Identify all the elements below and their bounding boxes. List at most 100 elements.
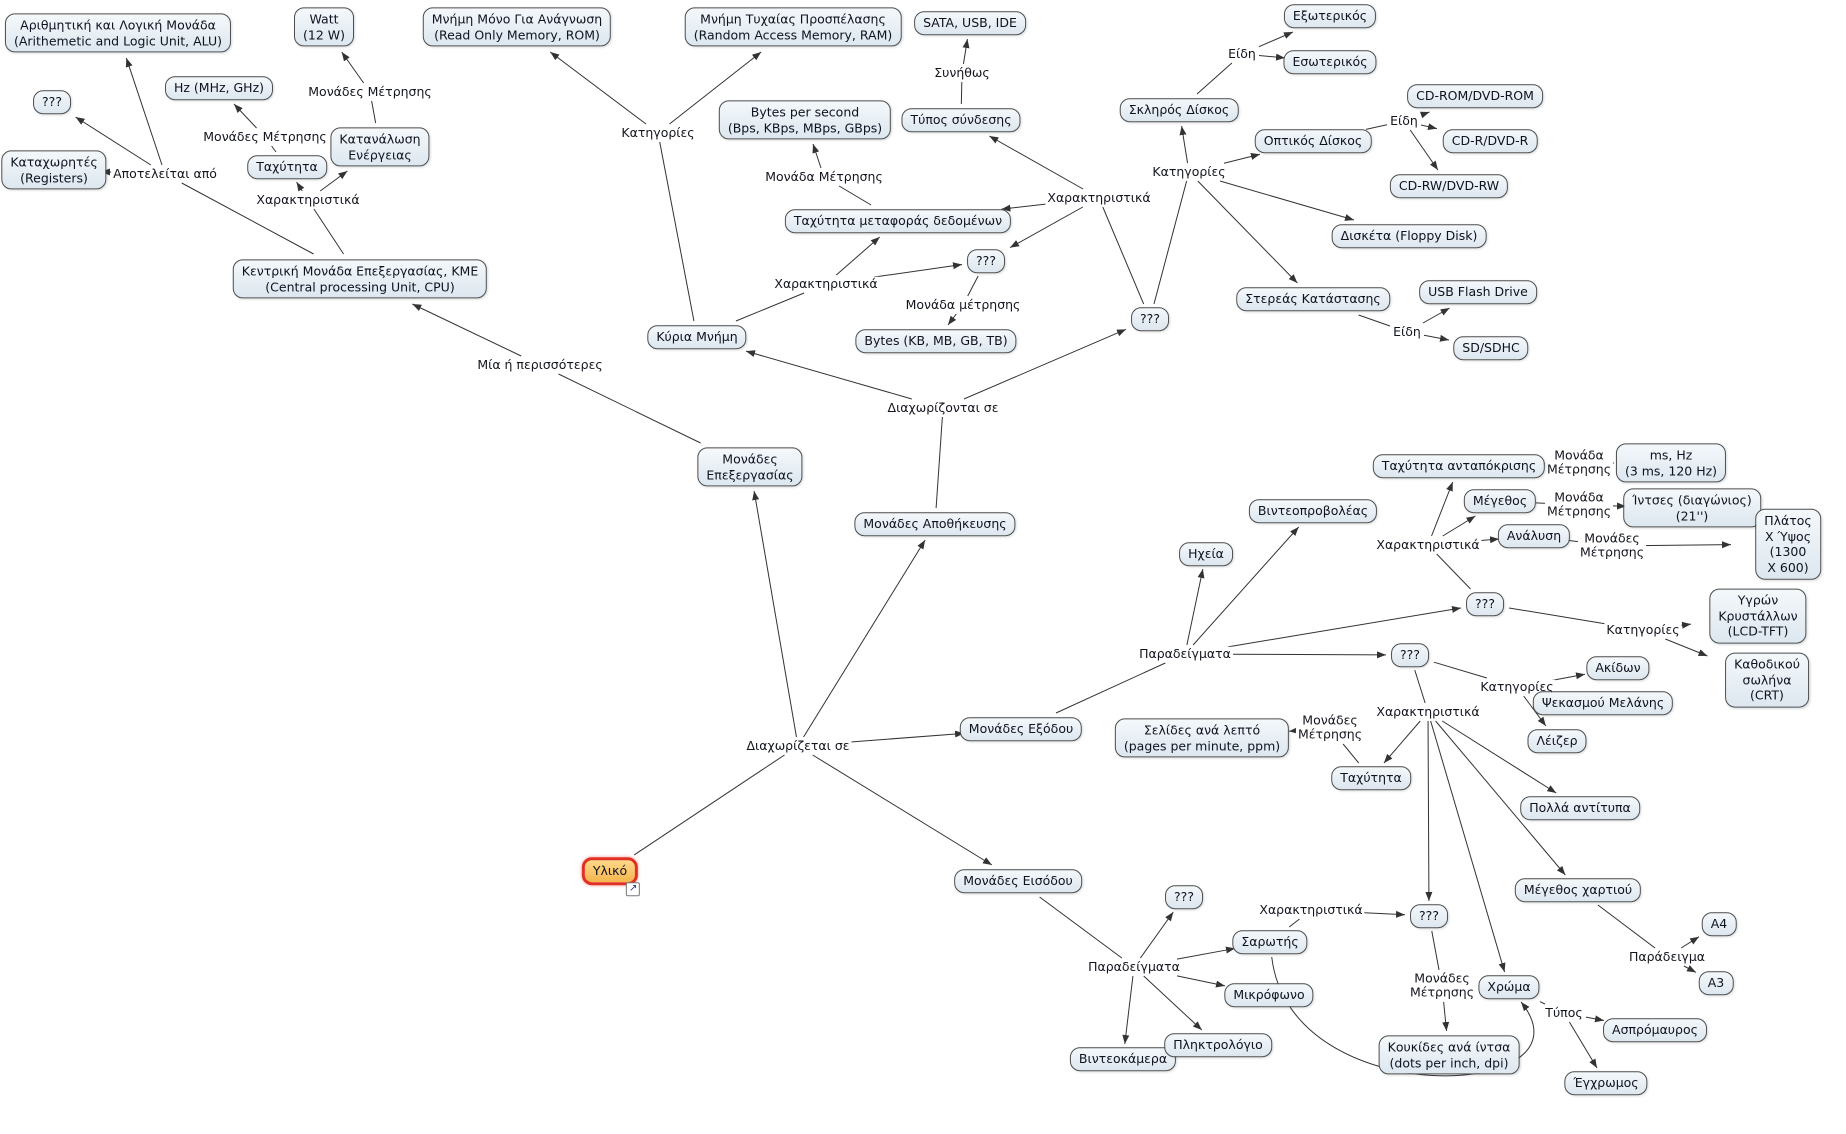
edge-p23-q5 xyxy=(1227,651,1387,659)
edge-p7-sata xyxy=(962,38,970,65)
concept-label: Βιντεοπροβολέας xyxy=(1257,503,1369,519)
concept-node-tahytita1[interactable]: Ταχύτητα xyxy=(247,155,327,179)
concept-node-megxartiou[interactable]: Μέγεθος χαρτιού xyxy=(1514,878,1642,902)
concept-node-megethos[interactable]: Μέγεθος xyxy=(1463,489,1537,513)
concept-node-hz[interactable]: Hz (MHz, GHz) xyxy=(164,76,274,100)
concept-node-byteskb[interactable]: Bytes (KB, MB, GB, TB) xyxy=(855,329,1017,353)
concept-node-dpi[interactable]: Κουκίδες ανά ίντσα (dots per inch, dpi) xyxy=(1378,1035,1520,1075)
concept-node-typos_syndesis[interactable]: Τύπος σύνδεσης xyxy=(901,108,1021,132)
edge-p26-monepex xyxy=(752,490,797,738)
concept-node-sdsdhc[interactable]: SD/SDHC xyxy=(1453,336,1529,360)
concept-node-q7[interactable]: ??? xyxy=(1410,904,1448,928)
linking-phrase-p6: Μονάδα Μέτρησης xyxy=(763,168,885,185)
concept-node-disketa[interactable]: Δισκέτα (Floppy Disk) xyxy=(1331,224,1487,248)
concept-node-aspromavros[interactable]: Ασπρόμαυρος xyxy=(1603,1018,1707,1042)
linking-phrase-label: Μονάδα Μέτρησης xyxy=(1546,489,1612,519)
concept-node-lcd[interactable]: Υγρών Κρυστάλλων (LCD-TFT) xyxy=(1709,588,1807,644)
linking-phrase-label: Μονάδα μέτρησης xyxy=(905,296,1021,312)
concept-node-eghromos[interactable]: Έγχρωμος xyxy=(1564,1071,1648,1095)
linking-phrase-p15: Μία ή περισσότερες xyxy=(475,357,605,373)
edge-p20-megethos xyxy=(1442,515,1476,537)
concept-node-laser[interactable]: Λέιζερ xyxy=(1527,729,1587,753)
concept-node-skliros[interactable]: Σκληρός Δίσκος xyxy=(1119,98,1239,122)
concept-node-analysi[interactable]: Ανάλυση xyxy=(1497,524,1571,548)
concept-node-cdrw[interactable]: CD-RW/DVD-RW xyxy=(1389,174,1509,198)
edge-p31-a3 xyxy=(1683,965,1697,973)
concept-node-akidon[interactable]: Ακίδων xyxy=(1586,656,1650,680)
concept-node-platos[interactable]: Πλάτος X Ύψος (1300 X 600) xyxy=(1755,508,1821,580)
linking-phrase-p5: Κατηγορίες xyxy=(619,125,697,141)
linking-phrase-p20: Χαρακτηριστικά xyxy=(1374,537,1482,553)
edge-p16-q3 xyxy=(963,328,1127,400)
linking-phrase-label: Χαρακτηριστικά xyxy=(774,275,878,291)
concept-label: Ταχύτητα ανταπόκρισης xyxy=(1381,458,1537,474)
concept-node-hroma[interactable]: Χρώμα xyxy=(1478,975,1540,999)
concept-label: ??? xyxy=(1419,908,1439,924)
concept-node-sarotis[interactable]: Σαρωτής xyxy=(1232,930,1308,954)
concept-node-registers[interactable]: Καταχωρητές (Registers) xyxy=(1,150,107,190)
concept-node-q4[interactable]: ??? xyxy=(1466,592,1504,616)
linking-phrase-label: Μονάδα Μέτρησης xyxy=(765,168,883,184)
concept-node-mikrofono[interactable]: Μικρόφωνο xyxy=(1224,983,1314,1007)
concept-node-tahytita2[interactable]: Ταχύτητα xyxy=(1331,766,1411,790)
concept-node-usbflash[interactable]: USB Flash Drive xyxy=(1419,280,1537,304)
concept-node-watt[interactable]: Watt (12 W) xyxy=(294,7,354,47)
concept-node-alu[interactable]: Αριθμητική και Λογική Μονάδα (Arithemeti… xyxy=(4,13,232,53)
concept-node-antapokrisi[interactable]: Ταχύτητα ανταπόκρισης xyxy=(1372,454,1546,478)
edge-p24-tahytita2 xyxy=(1383,720,1421,764)
linking-phrase-label: Μονάδες Μέτρησης xyxy=(1409,970,1475,1000)
concept-node-yliko[interactable]: Υλικό↗ xyxy=(581,857,641,896)
concept-node-int[interactable]: Εσωτερικός xyxy=(1283,50,1377,74)
resource-link-icon[interactable]: ↗ xyxy=(626,881,641,896)
concept-node-optikos[interactable]: Οπτικός Δίσκος xyxy=(1254,129,1372,153)
edge-p31-a4 xyxy=(1680,936,1700,949)
concept-node-antitypa[interactable]: Πολλά αντίτυπα xyxy=(1520,796,1640,820)
concept-node-crt[interactable]: Καθοδικού σωλήνα (CRT) xyxy=(1725,652,1809,708)
concept-node-q1[interactable]: ??? xyxy=(33,90,71,114)
edge-p3-alu xyxy=(125,57,163,166)
concept-node-intses[interactable]: Ίντσες (διαγώνιος) (21'') xyxy=(1623,488,1761,528)
concept-node-monapoth[interactable]: Μονάδες Αποθήκευσης xyxy=(854,512,1016,536)
concept-label: CD-ROM/DVD-ROM xyxy=(1416,88,1534,104)
linking-phrase-p31: Παράδειγμα xyxy=(1626,949,1708,965)
concept-node-videokamera[interactable]: Βιντεοκάμερα xyxy=(1069,1047,1177,1071)
concept-node-iheia[interactable]: Ηχεία xyxy=(1179,542,1233,566)
edge-p26-monapoth xyxy=(803,539,926,738)
concept-node-rom[interactable]: Μνήμη Μόνο Για Ανάγνωση (Read Only Memor… xyxy=(422,7,612,47)
linking-phrase-label: Κατηγορίες xyxy=(1606,621,1680,637)
concept-label: Σαρωτής xyxy=(1241,934,1299,950)
concept-node-moneisodou[interactable]: Μονάδες Εισόδου xyxy=(954,869,1082,893)
concept-node-kyria[interactable]: Κύρια Μνήμη xyxy=(647,325,747,349)
concept-node-katanalosi[interactable]: Κατανάλωση Ενέργειας xyxy=(330,127,430,167)
concept-node-pliktrologio[interactable]: Πληκτρολόγιο xyxy=(1164,1033,1272,1057)
concept-node-provoleas[interactable]: Βιντεοπροβολέας xyxy=(1248,499,1378,523)
edge-q5-p22 xyxy=(1433,661,1488,679)
linking-phrase-p11: Χαρακτηριστικά xyxy=(1045,190,1153,206)
concept-label: Πληκτρολόγιο xyxy=(1173,1037,1263,1053)
edge-p24-antitypa xyxy=(1441,720,1557,794)
concept-node-mshz[interactable]: ms, Hz (3 ms, 120 Hz) xyxy=(1615,443,1727,483)
concept-node-cdr[interactable]: CD-R/DVD-R xyxy=(1442,129,1538,153)
linking-phrase-p16: Διαχωρίζονται σε xyxy=(885,400,1001,416)
concept-node-psekasmou[interactable]: Ψεκασμού Μελάνης xyxy=(1532,691,1674,715)
concept-node-cpu[interactable]: Κεντρική Μονάδα Επεξεργασίας, ΚΜΕ (Centr… xyxy=(232,259,488,299)
concept-node-stereas[interactable]: Στερεάς Κατάστασης xyxy=(1236,287,1390,311)
concept-node-metafora[interactable]: Ταχύτητα μεταφοράς δεδομένων xyxy=(784,209,1012,233)
concept-node-q5[interactable]: ??? xyxy=(1391,643,1429,667)
concept-node-bps[interactable]: Bytes per second (Bps, KBps, MBps, GBps) xyxy=(718,100,892,140)
concept-node-ram[interactable]: Μνήμη Τυχαίας Προσπέλασης (Random Access… xyxy=(684,7,902,47)
concept-node-a4[interactable]: A4 xyxy=(1701,912,1737,936)
concept-node-a3[interactable]: A3 xyxy=(1698,971,1734,995)
linking-phrase-p27: Παραδείγματα xyxy=(1086,959,1182,975)
concept-node-cdrom[interactable]: CD-ROM/DVD-ROM xyxy=(1407,84,1543,108)
concept-node-monepex[interactable]: Μονάδες Επεξεργασίας xyxy=(697,447,803,487)
concept-node-ppm[interactable]: Σελίδες ανά λεπτό (pages per minute, ppm… xyxy=(1114,718,1290,758)
edge-monepex-p15 xyxy=(558,373,701,444)
concept-node-q2[interactable]: ??? xyxy=(967,249,1005,273)
concept-node-q6[interactable]: ??? xyxy=(1165,885,1203,909)
concept-node-ext[interactable]: Εξωτερικός xyxy=(1283,4,1377,28)
concept-node-sata[interactable]: SATA, USB, IDE xyxy=(914,11,1026,35)
concept-node-q3[interactable]: ??? xyxy=(1131,307,1169,331)
concept-node-monexodou[interactable]: Μονάδες Εξόδου xyxy=(959,717,1083,741)
